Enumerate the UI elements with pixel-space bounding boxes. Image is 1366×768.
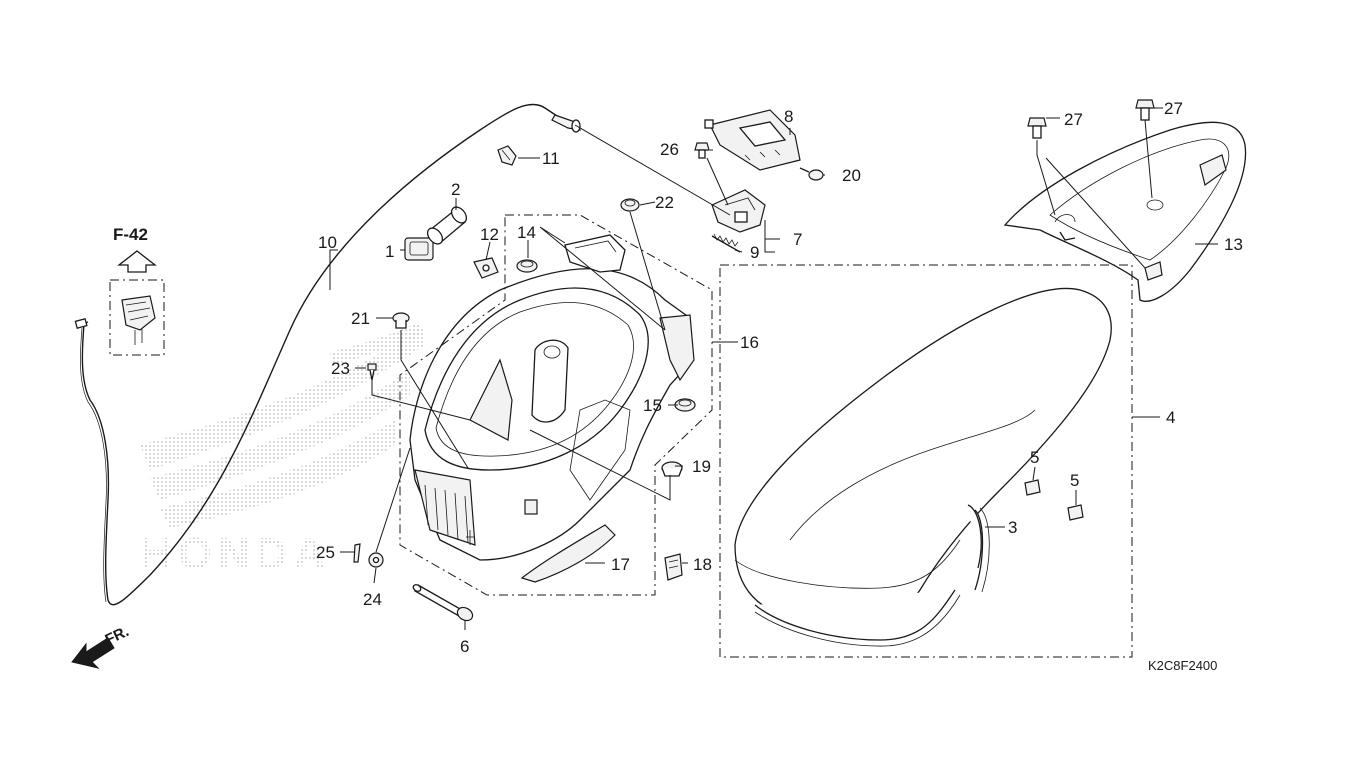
callout-23: 23	[331, 359, 350, 378]
reference-dashed-box	[109, 279, 165, 356]
honda-wing-watermark: HONDA	[140, 322, 425, 578]
callout-5b: 5	[1070, 471, 1079, 490]
washer-part-24	[368, 552, 384, 568]
callout-7: 7	[793, 230, 802, 249]
callout-17: 17	[611, 555, 630, 574]
leader-lines	[329, 107, 1218, 630]
outline-up-arrow-icon	[117, 250, 157, 273]
spring-part	[711, 233, 741, 253]
callout-25: 25	[316, 543, 335, 562]
front-mark-label: FR.	[103, 623, 132, 649]
callout-16: 16	[740, 333, 759, 352]
seat-cushion-part-5b	[1067, 504, 1084, 521]
seat-seal-part	[967, 504, 982, 569]
cotter-pin-part-25	[353, 543, 361, 563]
callout-1: 1	[385, 242, 394, 261]
cable-end-mechanism	[121, 295, 156, 345]
diagram-code: K2C8F2400	[1148, 658, 1217, 673]
callout-9: 9	[750, 243, 759, 262]
screw-part-20	[799, 167, 824, 181]
callout-20: 20	[842, 166, 861, 185]
callout-27a: 27	[1064, 110, 1083, 129]
callout-27b: 27	[1164, 99, 1183, 118]
bolt-part-27a	[1027, 117, 1047, 139]
seat-lock-assembly-part	[711, 189, 766, 233]
callout-13: 13	[1224, 235, 1243, 254]
callout-24: 24	[363, 590, 382, 609]
cable-clamp-part	[497, 145, 517, 166]
screw-part-23	[367, 363, 377, 381]
seat-part	[719, 264, 1133, 658]
cap-part-19	[661, 461, 683, 477]
lock-bracket-part	[704, 109, 801, 171]
callout-19: 19	[692, 457, 711, 476]
callout-2: 2	[451, 180, 460, 199]
luggage-box-part	[409, 234, 695, 561]
callout-21: 21	[351, 309, 370, 328]
callout-14: 14	[517, 223, 536, 242]
nut-clip-part	[473, 257, 499, 279]
reference-f42-group: F-42	[109, 225, 165, 356]
callout-5a: 5	[1030, 448, 1039, 467]
front-direction-arrow-icon	[71, 637, 115, 669]
seat-cushion-part-5a	[1024, 479, 1041, 496]
seat-lock-cable	[74, 103, 582, 606]
callout-labels: 1 2 3 4 5 5 6 7 8 9 10 11 12 13 14 15 16…	[316, 99, 1243, 656]
reference-label: F-42	[113, 225, 148, 244]
callout-22: 22	[655, 193, 674, 212]
front-direction-indicator: FR.	[71, 623, 132, 669]
callout-18: 18	[693, 555, 712, 574]
screw-part-21	[392, 312, 410, 329]
seat-dashed-box	[719, 264, 1133, 658]
rear-grab-rail-part	[1003, 121, 1247, 302]
callout-15: 15	[643, 396, 662, 415]
luggage-box-dashed-outline	[399, 214, 713, 596]
luggage-cover-strip-part	[520, 524, 616, 583]
bolt-part-26	[694, 142, 710, 159]
grommet-part-22	[620, 198, 640, 212]
callout-10: 10	[318, 233, 337, 252]
bolt-part-27b	[1135, 99, 1155, 121]
hinge-pin-part	[412, 584, 474, 622]
honda-watermark-text: HONDA	[140, 529, 331, 578]
retaining-clip-part	[664, 553, 683, 581]
callout-4: 4	[1166, 408, 1175, 427]
luggage-light-part	[404, 237, 434, 261]
callout-11: 11	[542, 149, 560, 168]
callout-12: 12	[480, 225, 499, 244]
callout-26: 26	[660, 140, 679, 159]
callout-8: 8	[784, 107, 793, 126]
grommet-part-14	[516, 259, 538, 273]
callout-6: 6	[460, 637, 469, 656]
callout-3: 3	[1008, 518, 1017, 537]
light-lens-part	[426, 206, 468, 245]
